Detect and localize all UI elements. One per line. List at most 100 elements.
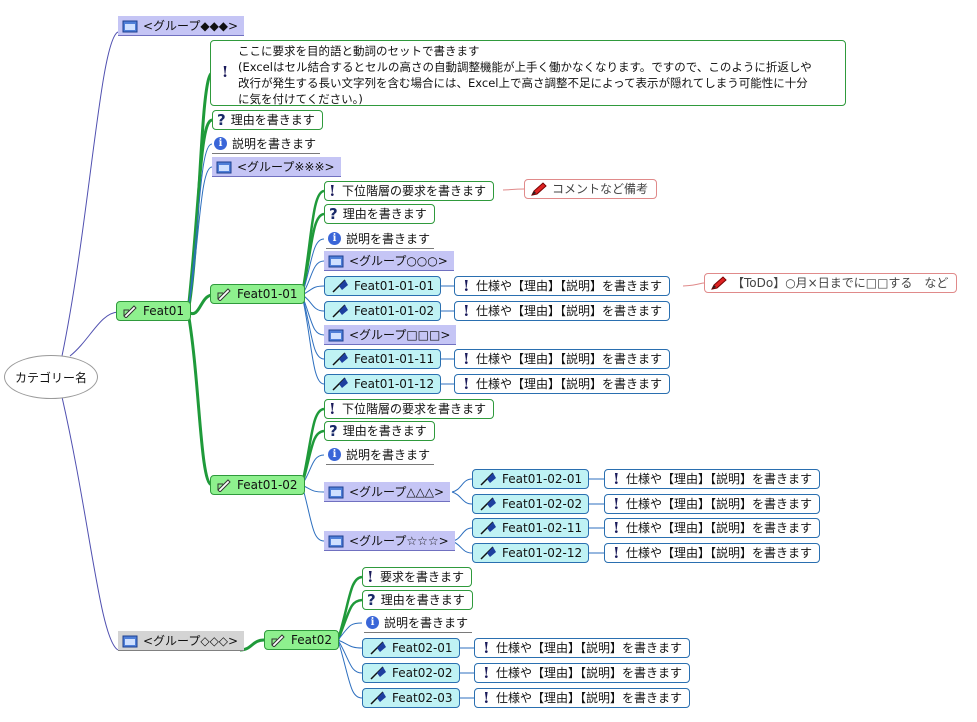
feature-node[interactable]: Feat01-01 (210, 284, 305, 304)
info-icon: i (366, 616, 379, 629)
group-node[interactable]: <グループ○○○> (324, 251, 454, 271)
spec-label: 仕様や【理由】【説明】を書きます (496, 666, 683, 680)
subfeature-label: Feat02-03 (392, 691, 453, 705)
spec-node[interactable]: ! 仕様や【理由】【説明】を書きます (604, 543, 821, 563)
subfeature-node[interactable]: Feat01-02-01 (472, 469, 590, 489)
flag-icon (369, 641, 387, 655)
explanation-node[interactable]: i 説明を書きます (212, 134, 321, 154)
pen-icon (711, 276, 727, 290)
exclamation-icon: ! (613, 470, 620, 488)
todo-memo[interactable]: 【ToDo】○月×日までに□□する など (704, 273, 958, 293)
spec-node[interactable]: ! 仕様や【理由】【説明】を書きます (454, 301, 671, 321)
subfeature-node[interactable]: Feat01-01-01 (324, 276, 442, 296)
reason-node[interactable]: ? 理由を書きます (324, 204, 435, 224)
exclamation-icon: ! (613, 495, 620, 513)
feature-node[interactable]: Feat02 (264, 630, 339, 650)
folder-icon (122, 19, 138, 33)
exclamation-icon: ! (613, 519, 620, 537)
requirement-node[interactable]: ! 下位階層の要求を書きます (324, 399, 495, 419)
exclamation-icon: ! (221, 63, 229, 81)
comment-memo[interactable]: コメントなど備考 (524, 179, 658, 199)
subfeature-label: Feat01-02-02 (502, 497, 583, 511)
subfeature-node[interactable]: Feat01-01-02 (324, 301, 442, 321)
exclamation-icon: ! (483, 639, 490, 657)
pen-icon (531, 182, 547, 196)
reason-node[interactable]: ? 理由を書きます (324, 421, 435, 441)
spec-label: 仕様や【理由】【説明】を書きます (476, 304, 663, 318)
flag-icon (479, 521, 497, 535)
explanation-node[interactable]: i 説明を書きます (326, 445, 435, 465)
spec-node[interactable]: ! 仕様や【理由】【説明】を書きます (454, 349, 671, 369)
subfeature-node[interactable]: Feat01-02-12 (472, 543, 590, 563)
explanation-node[interactable]: i 説明を書きます (326, 229, 435, 249)
group-node[interactable]: <グループ☆☆☆> (324, 531, 455, 551)
spec-node[interactable]: ! 仕様や【理由】【説明】を書きます (604, 469, 821, 489)
spec-label: 仕様や【理由】【説明】を書きます (626, 521, 813, 535)
requirement-label: 要求を書きます (380, 570, 465, 584)
requirement-node[interactable]: ! 下位階層の要求を書きます (324, 181, 495, 201)
subfeature-node[interactable]: Feat01-01-12 (324, 374, 442, 394)
root-node[interactable]: カテゴリー名 (4, 355, 98, 399)
exclamation-icon: ! (483, 664, 490, 682)
question-icon: ? (329, 422, 338, 440)
subfeature-node[interactable]: Feat01-02-11 (472, 518, 590, 538)
spec-node[interactable]: ! 仕様や【理由】【説明】を書きます (474, 688, 691, 708)
reason-node[interactable]: ? 理由を書きます (212, 110, 323, 130)
explanation-label: 説明を書きます (346, 447, 431, 462)
group-label: <グループ◆◆◆> (143, 18, 239, 33)
root-label: カテゴリー名 (14, 370, 87, 385)
spec-node[interactable]: ! 仕様や【理由】【説明】を書きます (474, 663, 691, 683)
folder-icon (328, 254, 344, 268)
spec-label: 仕様や【理由】【説明】を書きます (496, 641, 683, 655)
reason-label: 理由を書きます (380, 593, 465, 607)
subfeature-node[interactable]: Feat01-02-02 (472, 494, 590, 514)
reason-node[interactable]: ? 理由を書きます (362, 590, 473, 610)
subfeature-node[interactable]: Feat02-01 (362, 638, 460, 658)
reason-label: 理由を書きます (230, 113, 315, 127)
reason-label: 理由を書きます (342, 207, 427, 221)
spec-node[interactable]: ! 仕様や【理由】【説明】を書きます (454, 276, 671, 296)
subfeature-label: Feat01-01-12 (354, 377, 435, 391)
subfeature-node[interactable]: Feat01-01-11 (324, 349, 442, 369)
folder-icon (328, 485, 344, 499)
group-label: <グループ※※※> (237, 159, 335, 174)
question-icon: ? (329, 205, 338, 223)
explanation-node[interactable]: i 説明を書きます (364, 613, 473, 633)
spec-node[interactable]: ! 仕様や【理由】【説明】を書きます (604, 494, 821, 514)
folder-icon (328, 534, 344, 548)
flag-icon (369, 666, 387, 680)
subfeature-node[interactable]: Feat02-02 (362, 663, 460, 683)
requirement-text: ここに要求を目的語と動詞のセットで書きます (Excelはセル結合するとセルの高… (238, 44, 812, 106)
exclamation-icon: ! (329, 182, 336, 200)
requirement-node[interactable]: ! 要求を書きます (362, 567, 473, 587)
subfeature-label: Feat01-02-01 (502, 472, 583, 486)
subfeature-label: Feat01-02-11 (502, 521, 583, 535)
spec-node[interactable]: ! 仕様や【理由】【説明】を書きます (604, 518, 821, 538)
group-node[interactable]: <グループ※※※> (212, 157, 341, 177)
spec-node[interactable]: ! 仕様や【理由】【説明】を書きます (474, 638, 691, 658)
exclamation-icon: ! (483, 689, 490, 707)
spec-label: 仕様や【理由】【説明】を書きます (496, 691, 683, 705)
group-node[interactable]: <グループ△△△> (324, 482, 451, 502)
group-label: <グループ◇◇◇> (143, 633, 239, 648)
spec-label: 仕様や【理由】【説明】を書きます (476, 352, 663, 366)
group-node[interactable]: <グループ◇◇◇> (118, 631, 245, 651)
feature-node[interactable]: Feat01 (116, 301, 191, 321)
subfeature-label: Feat01-01-01 (354, 279, 435, 293)
exclamation-icon: ! (367, 568, 374, 586)
feature-label: Feat01 (143, 304, 184, 318)
question-icon: ? (367, 591, 376, 609)
requirement-label: 下位階層の要求を書きます (342, 402, 487, 416)
flag-icon (479, 472, 497, 486)
group-node[interactable]: <グループ□□□> (324, 325, 457, 345)
group-node[interactable]: <グループ◆◆◆> (118, 16, 245, 36)
info-icon: i (328, 232, 341, 245)
subfeature-node[interactable]: Feat02-03 (362, 688, 460, 708)
spec-label: 仕様や【理由】【説明】を書きます (626, 497, 813, 511)
spec-node[interactable]: ! 仕様や【理由】【説明】を書きます (454, 374, 671, 394)
spec-label: 仕様や【理由】【説明】を書きます (626, 546, 813, 560)
requirement-note[interactable]: ! ここに要求を目的語と動詞のセットで書きます (Excelはセル結合するとセル… (210, 40, 846, 106)
requirement-label: 下位階層の要求を書きます (342, 184, 487, 198)
exclamation-icon: ! (463, 277, 470, 295)
feature-node[interactable]: Feat01-02 (210, 475, 305, 495)
